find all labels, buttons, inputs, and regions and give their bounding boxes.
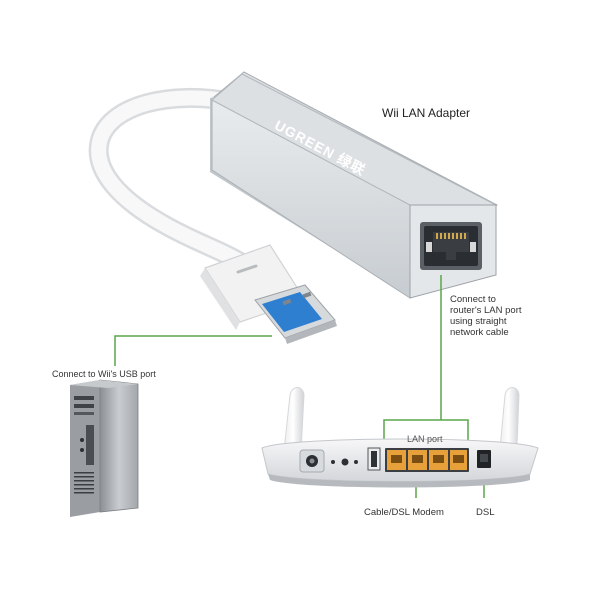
router-connect-label: Connect to router's LAN port using strai…	[450, 294, 522, 338]
router-connect-line-3: using straight	[450, 316, 507, 327]
lan-ports	[385, 448, 469, 472]
lan-port-bracket	[383, 419, 469, 440]
router-connect-line-1: Connect to	[450, 294, 496, 305]
usb-plug-icon	[200, 244, 337, 344]
usb-connect-label: Connect to Wii's USB port	[52, 369, 156, 379]
desktop-pc-icon	[70, 379, 139, 517]
rj45-port-icon	[420, 222, 482, 270]
modem-label: Cable/DSL Modem	[364, 507, 444, 518]
usb-connector-line	[114, 335, 272, 366]
router-connect-line-4: network cable	[450, 327, 509, 338]
router-icon	[261, 387, 539, 488]
dsl-label: DSL	[476, 507, 495, 518]
router-connect-line-2: router's LAN port	[450, 305, 522, 316]
adapter-title-label: Wii LAN Adapter	[382, 106, 471, 120]
usb-cable	[88, 87, 250, 272]
lan-port-label: LAN port	[407, 434, 443, 444]
